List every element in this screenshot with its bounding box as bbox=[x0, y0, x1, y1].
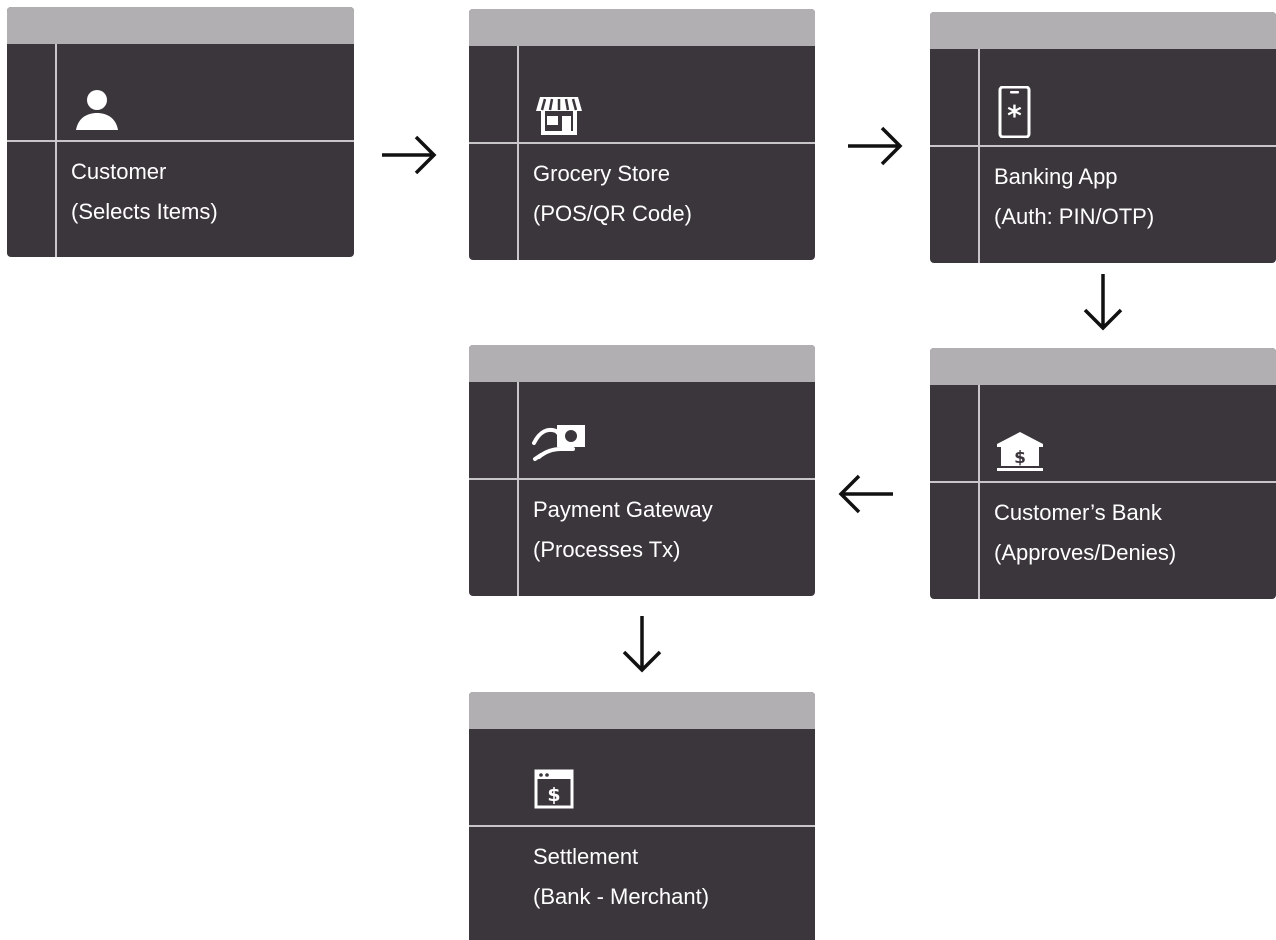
node-customer: Customer (Selects Items) bbox=[7, 7, 354, 257]
arrow-left-icon bbox=[835, 462, 899, 526]
svg-text:$: $ bbox=[1014, 448, 1026, 468]
card-horizontal-divider bbox=[469, 142, 815, 144]
card-vertical-divider bbox=[517, 46, 519, 260]
svg-text:$: $ bbox=[547, 784, 560, 806]
card-horizontal-divider bbox=[469, 825, 815, 827]
node-title: Grocery Store bbox=[533, 161, 670, 186]
phone-asterisk-icon: * bbox=[992, 86, 1048, 138]
card-tab bbox=[930, 12, 1276, 49]
node-settlement: $ Settlement (Bank - Merchant) bbox=[469, 692, 815, 940]
card-horizontal-divider bbox=[469, 478, 815, 480]
card-vertical-divider bbox=[55, 44, 57, 257]
card-tab bbox=[469, 9, 815, 46]
hand-cash-icon bbox=[531, 419, 587, 471]
node-title: Settlement bbox=[533, 844, 639, 869]
node-subtitle: (Bank - Merchant) bbox=[533, 884, 710, 909]
node-subtitle: (POS/QR Code) bbox=[533, 201, 692, 226]
person-icon bbox=[69, 81, 125, 133]
node-payment-gateway: Payment Gateway (Processes Tx) bbox=[469, 345, 815, 596]
card-vertical-divider bbox=[517, 382, 519, 596]
arrow-right-icon bbox=[842, 114, 906, 178]
store-icon bbox=[531, 83, 587, 135]
node-subtitle: (Approves/Denies) bbox=[994, 540, 1177, 565]
card-tab bbox=[930, 348, 1276, 385]
node-subtitle: (Selects Items) bbox=[71, 199, 218, 224]
node-customers-bank: $ Customer’s Bank (Approves/Denies) bbox=[930, 348, 1276, 599]
node-title: Banking App bbox=[994, 164, 1118, 189]
browser-dollar-icon: $ bbox=[531, 766, 587, 818]
node-banking-app: * Banking App (Auth: PIN/OTP) bbox=[930, 12, 1276, 263]
card-vertical-divider bbox=[978, 49, 980, 263]
node-title: Payment Gateway bbox=[533, 497, 713, 522]
card-tab bbox=[7, 7, 354, 44]
arrow-right-icon bbox=[376, 123, 440, 187]
svg-text:*: * bbox=[1007, 99, 1022, 132]
arrow-down-icon bbox=[610, 612, 674, 676]
node-title: Customer’s Bank bbox=[994, 500, 1162, 525]
arrow-down-icon bbox=[1071, 270, 1135, 334]
card-horizontal-divider bbox=[930, 481, 1276, 483]
card-tab bbox=[469, 692, 815, 729]
node-subtitle: (Processes Tx) bbox=[533, 537, 681, 562]
card-vertical-divider bbox=[978, 385, 980, 599]
node-grocery-store: Grocery Store (POS/QR Code) bbox=[469, 9, 815, 260]
bank-icon: $ bbox=[992, 422, 1048, 474]
card-horizontal-divider bbox=[930, 145, 1276, 147]
node-subtitle: (Auth: PIN/OTP) bbox=[994, 204, 1155, 229]
card-tab bbox=[469, 345, 815, 382]
card-horizontal-divider bbox=[7, 140, 354, 142]
node-title: Customer bbox=[71, 159, 167, 184]
